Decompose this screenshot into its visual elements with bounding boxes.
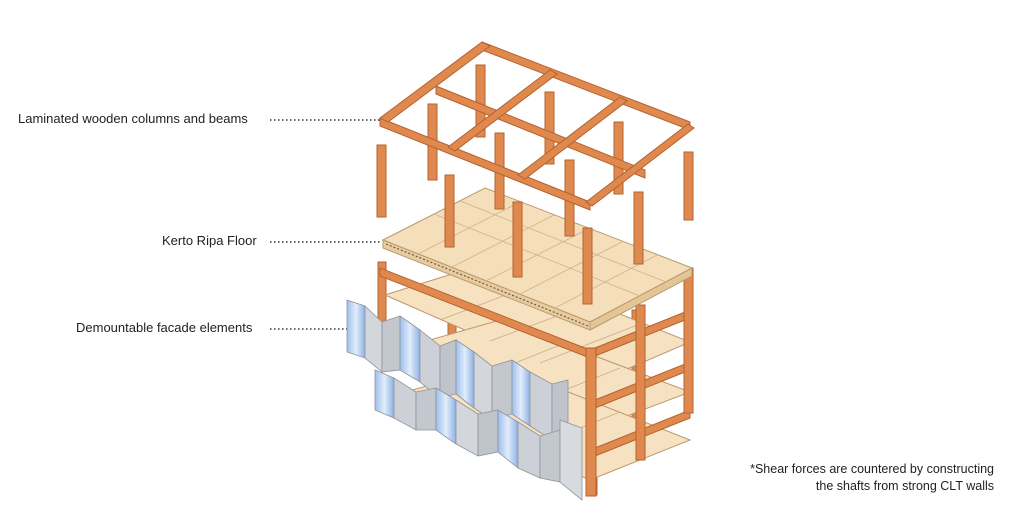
facade-elements bbox=[346, 299, 583, 501]
upper-beam-grid bbox=[379, 41, 695, 211]
kerto-ripa-floor bbox=[381, 187, 694, 331]
label-facade-elements: Demountable facade elements bbox=[76, 320, 253, 335]
leader-lines bbox=[270, 119, 382, 330]
footnote-line-2: the shafts from strong CLT walls bbox=[815, 479, 994, 493]
footnote: *Shear forces are countered by construct… bbox=[750, 461, 994, 495]
label-columns-beams: Laminated wooden columns and beams bbox=[18, 111, 248, 126]
label-kerto-ripa-floor: Kerto Ripa Floor bbox=[162, 233, 257, 248]
footnote-line-1: *Shear forces are countered by construct… bbox=[750, 462, 994, 476]
